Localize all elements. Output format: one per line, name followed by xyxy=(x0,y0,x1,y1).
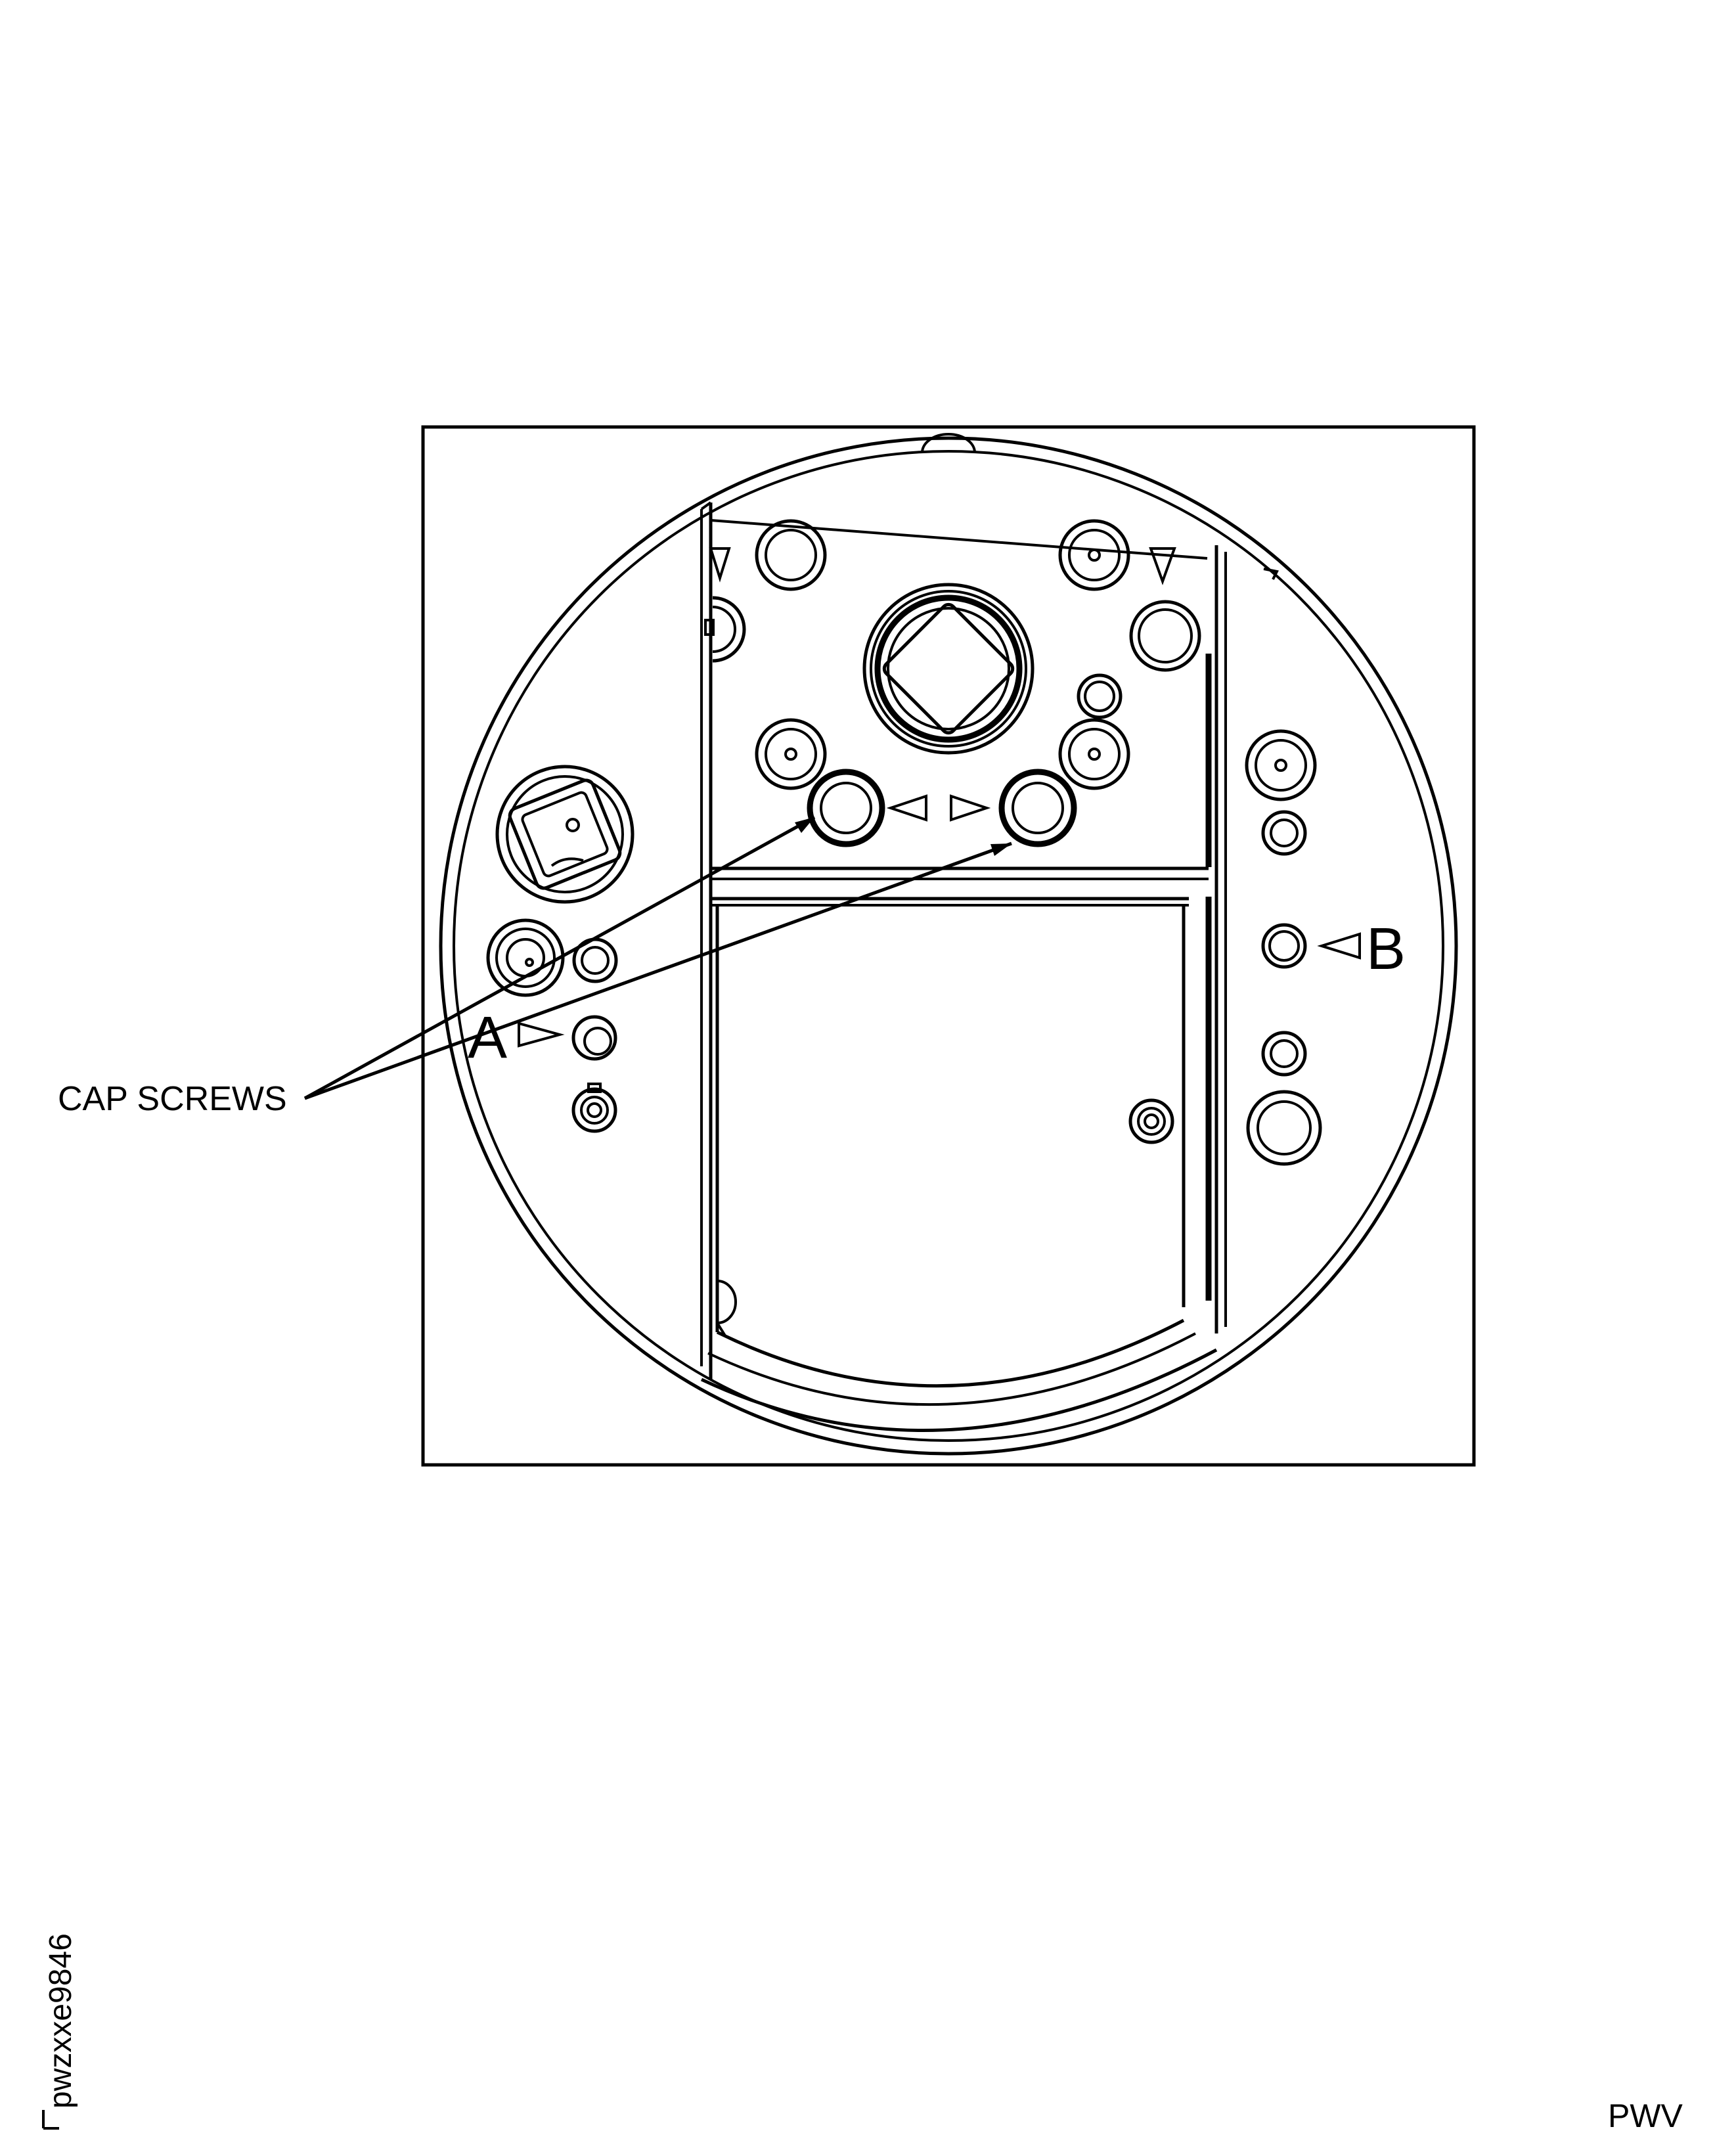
figure-id: pwzxxe9846 xyxy=(43,1933,78,2109)
port-left-edge xyxy=(704,596,746,663)
port-b xyxy=(1261,923,1307,969)
port-left-lower xyxy=(571,1083,617,1133)
port-a xyxy=(571,1015,617,1061)
left-segment-edge xyxy=(700,501,713,1379)
port-top-left xyxy=(755,519,827,591)
figure-frame xyxy=(421,425,1476,1467)
cap-screw-right xyxy=(998,769,1077,847)
port-mid-left xyxy=(755,718,827,790)
port-right-lower-small xyxy=(1261,1031,1307,1077)
port-right-small xyxy=(1261,810,1307,856)
alignment-triangles xyxy=(518,547,1361,1048)
port-left-large xyxy=(486,918,565,997)
square-drive-boss xyxy=(862,583,1035,755)
cap-screw-left xyxy=(807,769,885,847)
callout-leaders xyxy=(303,815,1012,1100)
figure-id-block: pwzxxe9846 xyxy=(42,1933,78,2130)
port-right-lower-large xyxy=(1246,1090,1322,1166)
adjuster-fitting xyxy=(495,765,634,904)
port-right-top xyxy=(1245,729,1317,801)
port-right-upper xyxy=(1129,600,1201,672)
corner-code: PWV xyxy=(1608,2097,1683,2134)
position-label-b: B xyxy=(1366,916,1406,982)
port-cavity xyxy=(1128,1098,1174,1144)
cap-screws-label: CAP SCREWS xyxy=(58,1080,287,1118)
port-top-right xyxy=(1058,519,1130,591)
port-mid-right xyxy=(1058,718,1130,790)
housing-body xyxy=(439,433,1458,1456)
small-port xyxy=(1077,673,1123,719)
lower-cavity xyxy=(700,905,1218,1432)
right-segment-edge xyxy=(1205,545,1227,1333)
upper-block xyxy=(710,519,1209,907)
position-label-a: A xyxy=(468,1005,507,1071)
